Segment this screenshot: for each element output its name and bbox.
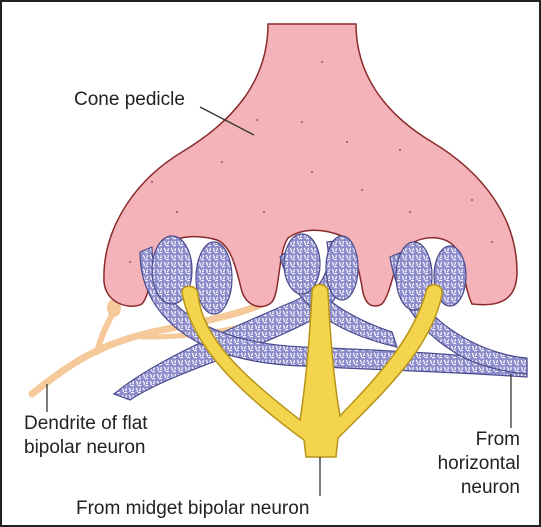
cone-pedicle-label: Cone pedicle [74,88,185,112]
horizontal-neuron-label: From horizontal neuron [402,428,520,500]
flat-bipolar-label: Dendrite of flat bipolar neuron [24,412,148,460]
midget-bipolar-label: From midget bipolar neuron [76,497,309,521]
